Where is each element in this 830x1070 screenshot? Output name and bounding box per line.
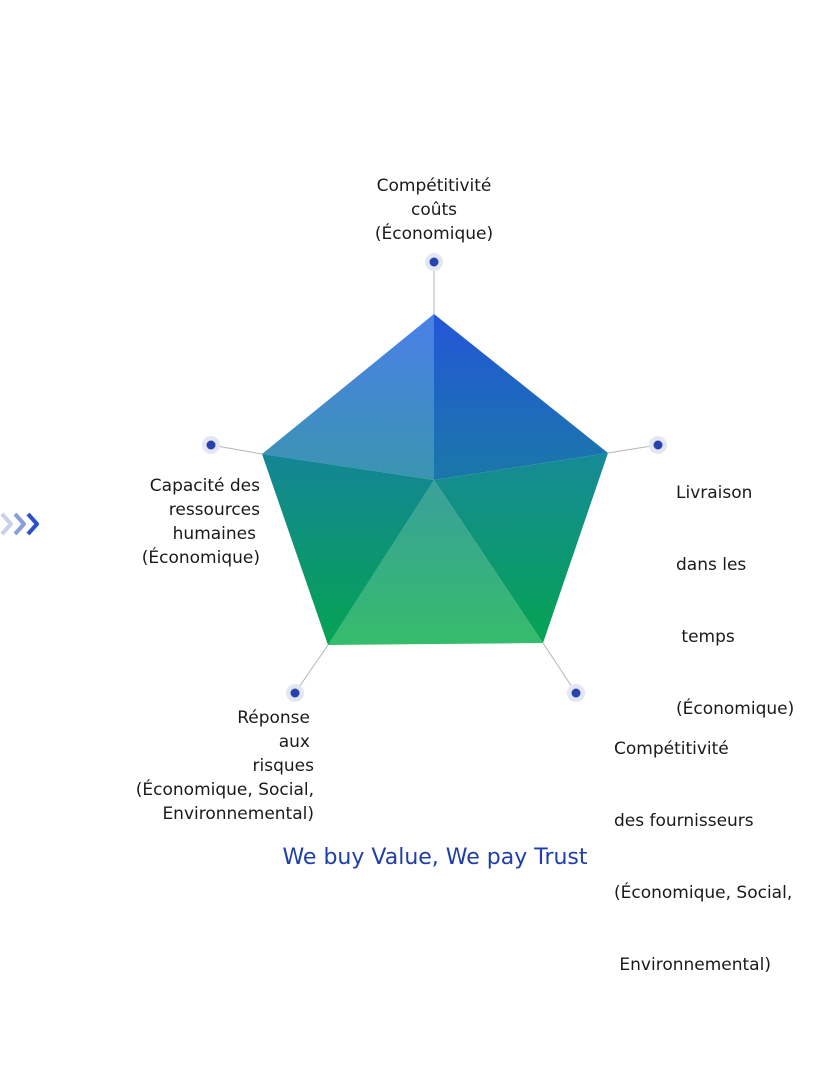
- tagline: We buy Value, We pay Trust: [282, 845, 588, 870]
- marker-hr: [202, 436, 220, 454]
- marker-risk: [286, 684, 304, 702]
- pentagon-segment-right: [434, 453, 608, 643]
- marker-delivery: [649, 436, 667, 454]
- pentagon-segment-top-right: [434, 314, 608, 480]
- chevron-arrows-icon: [0, 510, 46, 543]
- connector-line-risk: [294, 644, 329, 694]
- label-delivery: Livraison dans les temps (Économique): [676, 483, 795, 719]
- pentagon: [262, 314, 608, 645]
- pentagon-segment-bottom: [328, 480, 543, 645]
- label-supplier: Compétitivité des fournisseurs (Économiq…: [614, 739, 793, 975]
- label-risk: Réponse aux risques (Économique, Social,…: [135, 708, 314, 824]
- marker-supplier: [567, 684, 585, 702]
- label-cost: Compétitivité coûts (Économique): [374, 176, 494, 244]
- vertex-markers: [202, 253, 667, 702]
- pentagon-segment-top-left: [262, 314, 434, 480]
- marker-cost: [425, 253, 443, 271]
- connector-line-supplier: [542, 642, 577, 694]
- label-hr: Capacité des ressources humaines (Économ…: [141, 476, 260, 568]
- pentagon-segment-left: [262, 454, 434, 645]
